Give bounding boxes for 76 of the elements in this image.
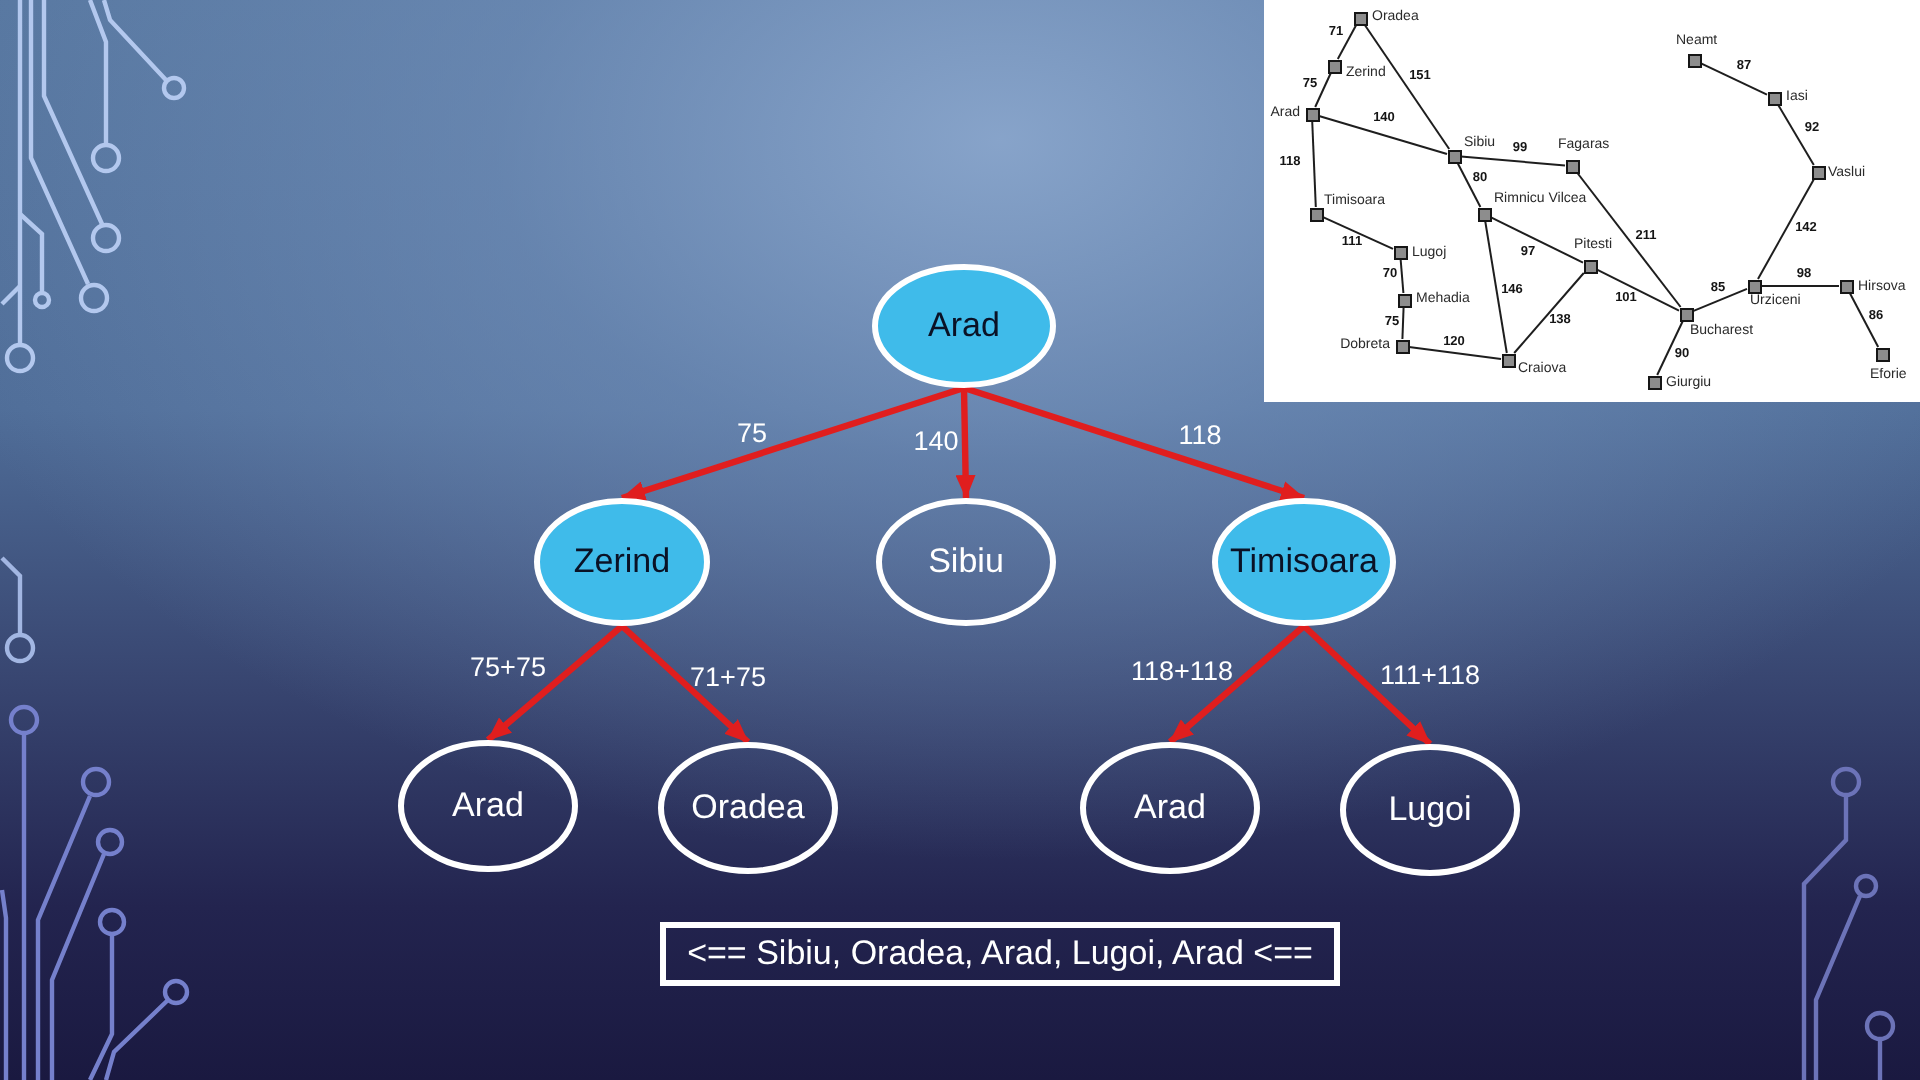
city-marker: [1447, 149, 1461, 163]
path-cost-label: 75+75: [470, 652, 546, 684]
search-tree-node: [872, 264, 1056, 388]
city-marker: [1875, 347, 1889, 361]
city-marker: [1687, 53, 1701, 67]
city-marker: [1327, 59, 1341, 73]
queue-box: [660, 922, 1340, 986]
path-cost-label: 111+118: [1380, 660, 1480, 692]
node-label: Sibiu: [928, 542, 1004, 582]
road-line: [1322, 216, 1394, 250]
city-marker: [1767, 91, 1781, 105]
road-line: [1848, 292, 1880, 348]
city-marker: [1305, 107, 1319, 121]
city-marker: [1353, 11, 1367, 25]
tree-arrow: [1301, 623, 1433, 747]
search-tree-node: [534, 498, 710, 626]
road-line: [1311, 120, 1317, 208]
search-tree-node: [658, 742, 838, 874]
search-tree-node: [1212, 498, 1396, 626]
node-label: Arad: [452, 786, 524, 826]
road-line: [1399, 258, 1405, 294]
city-marker: [1395, 339, 1409, 353]
path-cost-label: 118+118: [1131, 656, 1233, 688]
road-line: [1408, 346, 1502, 360]
road-line: [1460, 155, 1566, 167]
queue-text: <== Sibiu, Oradea, Arad, Lugoi, Arad <==: [687, 934, 1313, 974]
city-marker: [1309, 207, 1323, 221]
road-line: [1513, 272, 1585, 354]
city-marker: [1679, 307, 1693, 321]
node-label: Lugoi: [1388, 790, 1472, 830]
map-panel: [1264, 0, 1920, 402]
road-line: [1692, 287, 1748, 313]
road-line: [1490, 216, 1584, 264]
city-marker: [1647, 375, 1661, 389]
city-marker: [1747, 279, 1761, 293]
road-line: [1576, 172, 1682, 308]
search-tree-node: [398, 740, 578, 872]
road-line: [1456, 162, 1482, 208]
search-tree-node: [1340, 744, 1520, 876]
road-line: [1700, 62, 1768, 96]
tree-arrow: [619, 623, 751, 745]
tree-arrow: [621, 384, 965, 502]
city-marker: [1839, 279, 1853, 293]
node-label: Timisoara: [1230, 542, 1378, 582]
tree-arrow: [1167, 623, 1307, 745]
road-line: [1484, 220, 1508, 354]
city-marker: [1501, 353, 1515, 367]
tree-arrow: [955, 387, 976, 499]
node-label: Zerind: [573, 542, 671, 582]
road-line: [1314, 72, 1332, 108]
path-cost-label: 118: [1178, 420, 1222, 452]
road-line: [1401, 306, 1405, 340]
path-cost-label: 75: [736, 418, 768, 450]
road-line: [1760, 285, 1840, 287]
city-marker: [1397, 293, 1411, 307]
road-line: [1363, 24, 1451, 150]
node-label: Arad: [928, 306, 1000, 346]
road-line: [1757, 178, 1815, 280]
city-marker: [1565, 159, 1579, 173]
road-line: [1336, 24, 1358, 60]
node-label: Oradea: [691, 788, 805, 828]
node-label: Arad: [1134, 788, 1206, 828]
road-line: [1318, 115, 1448, 155]
city-marker: [1583, 259, 1597, 273]
city-marker: [1811, 165, 1825, 179]
search-tree-node: [876, 498, 1056, 626]
road-line: [1596, 268, 1680, 312]
search-tree-node: [1080, 742, 1260, 874]
tree-arrow: [963, 384, 1305, 502]
city-marker: [1393, 245, 1407, 259]
road-line: [1656, 320, 1684, 376]
tree-arrow: [485, 623, 625, 743]
road-line: [1777, 104, 1815, 166]
path-cost-label: 71+75: [690, 662, 766, 694]
path-cost-label: 140: [913, 426, 959, 458]
city-marker: [1477, 207, 1491, 221]
